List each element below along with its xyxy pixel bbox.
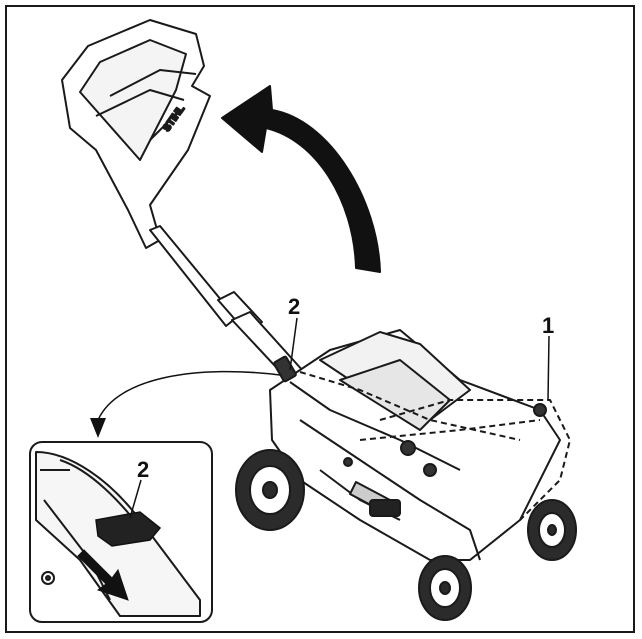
- callout-1-leader: [547, 335, 550, 401]
- mower-body: [269, 329, 571, 561]
- handle-assembly: STIHL: [61, 19, 305, 383]
- callout-2-inset: 2: [137, 457, 149, 482]
- wheel-rear-left: [235, 449, 305, 531]
- callout-1: 1: [542, 313, 554, 338]
- inset-detail: [29, 441, 213, 623]
- curved-pointer-arrow: [90, 370, 281, 438]
- wheel-front-left: [418, 555, 472, 621]
- wheel-front-right: [527, 499, 577, 561]
- handle-fold-arrow: [221, 85, 381, 273]
- callout-2-main: 2: [288, 294, 300, 319]
- release-lever-icon: [95, 511, 162, 547]
- push-direction-arrow: [77, 549, 129, 601]
- callout-2-leader: [289, 317, 298, 371]
